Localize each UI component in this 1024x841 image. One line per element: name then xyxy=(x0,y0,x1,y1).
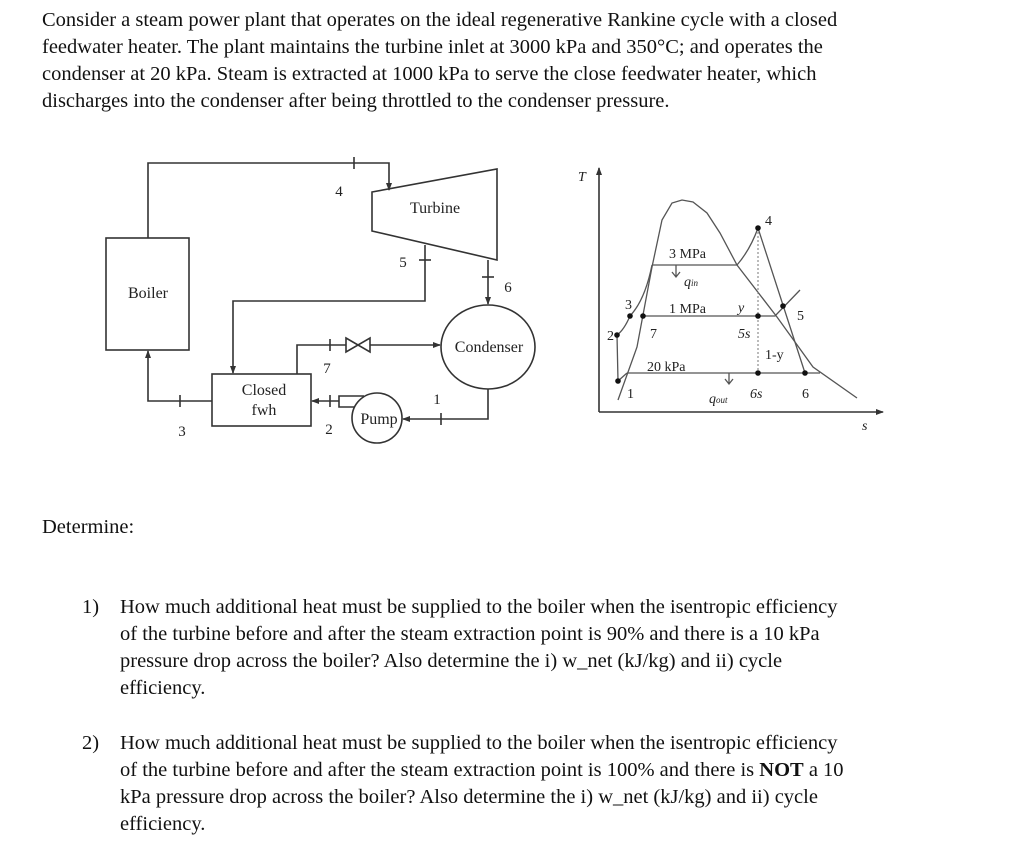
state-dots xyxy=(614,225,808,384)
problem-line: condenser at 20 kPa. Steam is extracted … xyxy=(42,63,817,85)
question-text: a 10 xyxy=(803,759,844,781)
ts-diagram: T s 3 MPa 1 MPa 20 kPa qin qout y 1-y 4 … xyxy=(578,167,884,434)
question-line: How much additional heat must be supplie… xyxy=(120,732,838,754)
plant-schematic: Boiler 4 Turbine 5 6 Condenser Closed fw… xyxy=(105,157,536,444)
pipe-5 xyxy=(230,245,426,374)
pipe-2 xyxy=(338,395,364,408)
q-in-label: qin xyxy=(684,275,699,290)
question-line: pressure drop across the boiler? Also de… xyxy=(120,650,783,672)
question-line: kPa pressure drop across the boiler? Als… xyxy=(120,786,818,808)
point-5s: 5s xyxy=(738,327,751,342)
point-7: 7 xyxy=(650,327,657,342)
point-1: 1 xyxy=(627,387,634,402)
point-4: 4 xyxy=(765,214,772,229)
problem-line: feedwater heater. The plant maintains th… xyxy=(42,36,823,58)
problem-line: Consider a steam power plant that operat… xyxy=(42,9,838,31)
boiler-label: Boiler xyxy=(128,285,169,302)
question-number: 1) xyxy=(82,596,100,618)
state-2: 2 xyxy=(325,422,333,438)
point-3: 3 xyxy=(625,298,632,313)
q-out-arrow-icon xyxy=(724,373,734,386)
q-in-arrow-icon xyxy=(671,265,681,279)
turbine-label: Turbine xyxy=(410,200,460,217)
s-axis-label: s xyxy=(862,419,868,434)
label-y: y xyxy=(736,301,745,316)
question-line: of the turbine before and after the stea… xyxy=(120,623,820,645)
isobar-1mpa xyxy=(643,289,801,317)
q-out-label: qout xyxy=(709,392,728,407)
emphasis-not: NOT xyxy=(759,759,804,781)
label-1mpa: 1 MPa xyxy=(669,302,707,317)
condenser-label: Condenser xyxy=(455,339,524,356)
state-3: 3 xyxy=(178,424,186,440)
throttle-valve xyxy=(345,336,371,354)
question-number: 2) xyxy=(82,732,100,754)
state-4: 4 xyxy=(335,184,343,200)
determine-heading: Determine: xyxy=(42,516,135,538)
state-1: 1 xyxy=(433,392,441,408)
point-6s: 6s xyxy=(750,387,763,402)
state-6: 6 xyxy=(504,280,512,296)
pipe-4 xyxy=(147,162,392,238)
question-text: of the turbine before and after the stea… xyxy=(120,759,760,781)
pipe-7 xyxy=(296,344,346,374)
point-2: 2 xyxy=(607,329,614,344)
fwh-label: fwh xyxy=(252,402,277,419)
pipe-3 xyxy=(145,350,212,402)
point-5: 5 xyxy=(797,309,804,324)
pipe-1 xyxy=(402,389,489,422)
question-line: How much additional heat must be supplie… xyxy=(120,596,838,618)
state-7: 7 xyxy=(323,361,331,377)
state-5: 5 xyxy=(399,255,407,271)
fwh-label: Closed xyxy=(242,382,286,399)
turbine xyxy=(371,168,498,262)
label-1-y: 1-y xyxy=(765,348,784,363)
problem-line: discharges into the condenser after bein… xyxy=(42,90,670,112)
question-line: efficiency. xyxy=(120,813,206,835)
question-line: of the turbine before and after the stea… xyxy=(120,757,844,784)
label-3mpa: 3 MPa xyxy=(669,247,707,262)
pump-label: Pump xyxy=(360,411,397,428)
label-20kpa: 20 kPa xyxy=(647,360,686,375)
t-axis-label: T xyxy=(578,170,587,185)
question-line: efficiency. xyxy=(120,677,206,699)
point-6: 6 xyxy=(802,387,809,402)
